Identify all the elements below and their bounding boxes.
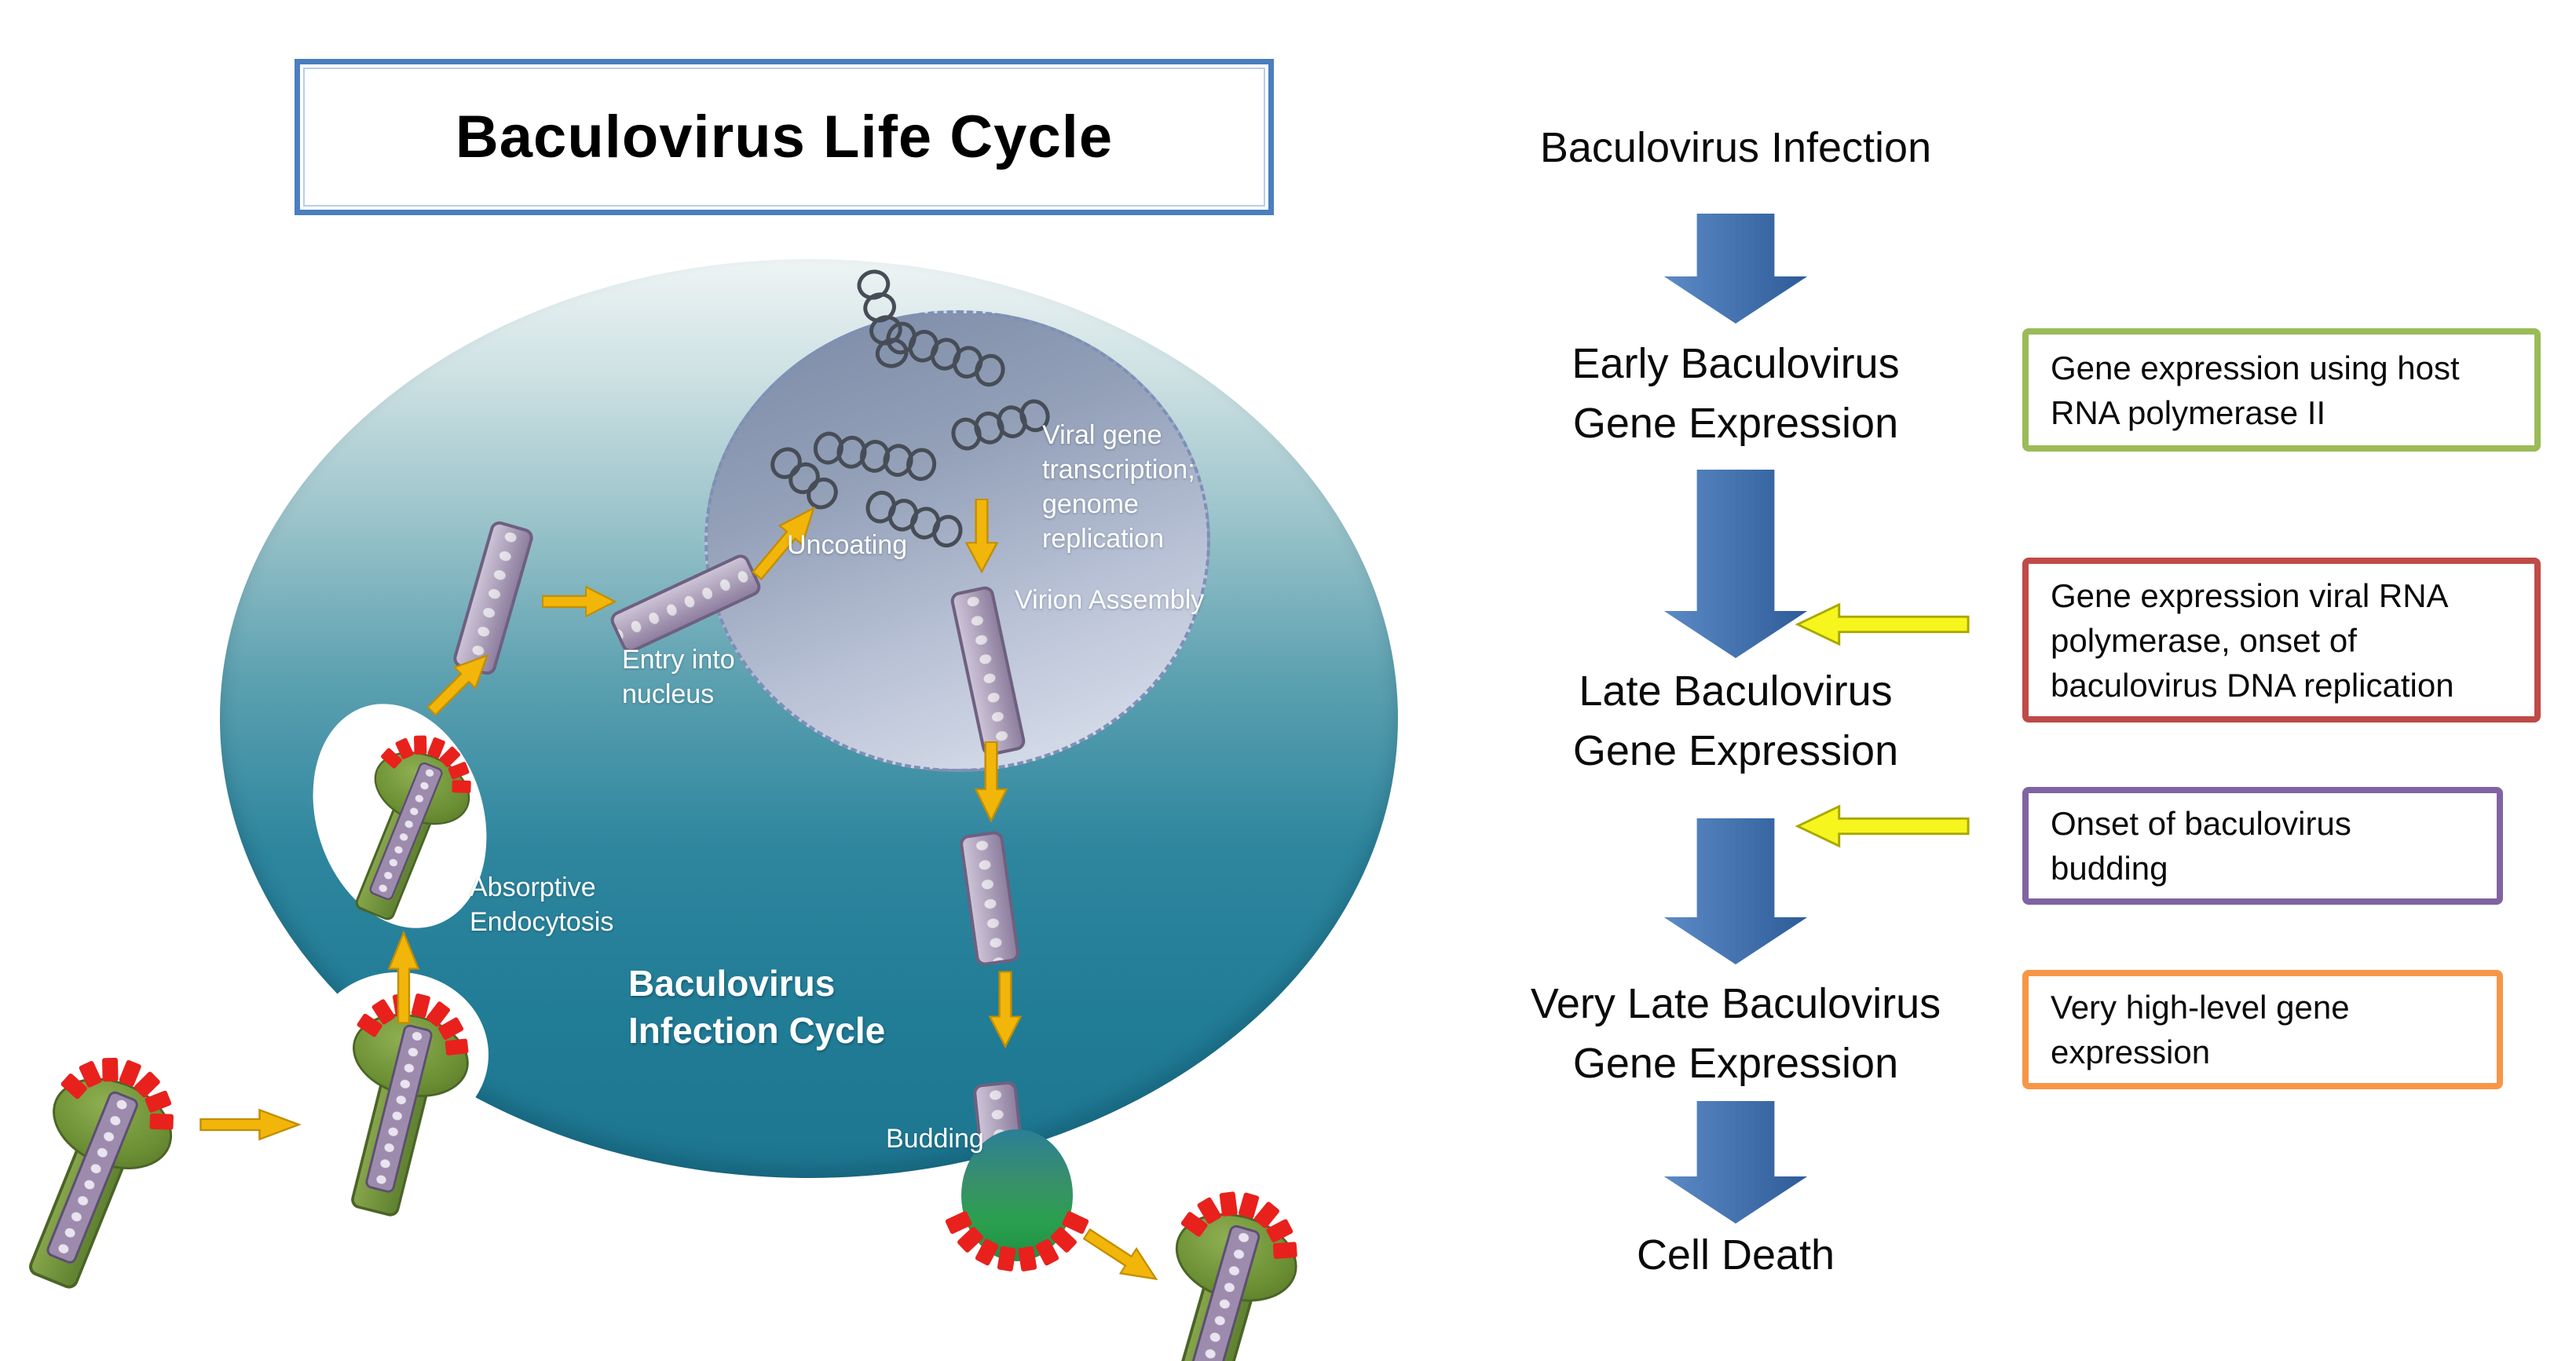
flow-node-baculovirus-infection: Baculovirus Infection [1539, 124, 1932, 171]
virion [0, 1040, 196, 1308]
label-infection-cycle: Baculovirus Infection Cycle [628, 963, 886, 1051]
annotation-budding-onset: Onset of baculovirus budding [2022, 787, 2503, 905]
label-viral-gene-transcription: Viral gene transcription; genome replica… [1042, 420, 1195, 554]
title-box: Baculovirus Life Cycle [295, 59, 1274, 215]
label-virion-assembly: Virion Assembly [1015, 585, 1205, 615]
label-entry-into-nucleus: Entry into nucleus [622, 645, 735, 709]
cycle-arrow-down-icon [974, 741, 1008, 823]
label-absorptive-endocytosis: Absorptive Endocytosis [470, 873, 614, 937]
cycle-arrow-down-icon [988, 971, 1023, 1049]
cycle-arrow-up-icon [387, 930, 420, 1024]
annotation-very-late-expression: Very high-level gene expression [2022, 970, 2503, 1089]
flow-node-late-gene-expression: Late Baculovirus Gene Expression [1572, 668, 1899, 774]
cycle-arrow-right-icon [199, 1108, 302, 1141]
annotation-early-gene-expression: Gene expression using host RNA polymeras… [2022, 328, 2541, 452]
flow-arrow-down-icon [1663, 1101, 1808, 1224]
flow-arrow-down-icon [1663, 818, 1808, 964]
flow-arrow-down-icon [1663, 470, 1808, 658]
callout-arrow-left-icon [1795, 804, 1970, 848]
flow-node-cell-death: Cell Death [1636, 1231, 1835, 1279]
flow-node-very-late-gene-expression: Very Late Baculovirus Gene Expression [1530, 980, 1941, 1087]
callout-arrow-left-icon [1795, 602, 1970, 646]
flow-node-early-gene-expression: Early Baculovirus Gene Expression [1572, 340, 1900, 447]
cycle-arrow-icon [752, 506, 815, 581]
cycle-arrow-icon [426, 653, 489, 716]
cycle-arrow-down-icon [964, 499, 999, 574]
flow-arrow-down-icon [1663, 214, 1808, 324]
page-title: Baculovirus Life Cycle [455, 104, 1114, 170]
label-uncoating: Uncoating [787, 530, 908, 560]
label-budding: Budding [886, 1124, 984, 1154]
cycle-arrow-right-icon [542, 585, 617, 618]
annotation-late-gene-expression: Gene expression viral RNA polymerase, on… [2022, 558, 2541, 723]
cycle-arrow-icon [1082, 1227, 1158, 1281]
